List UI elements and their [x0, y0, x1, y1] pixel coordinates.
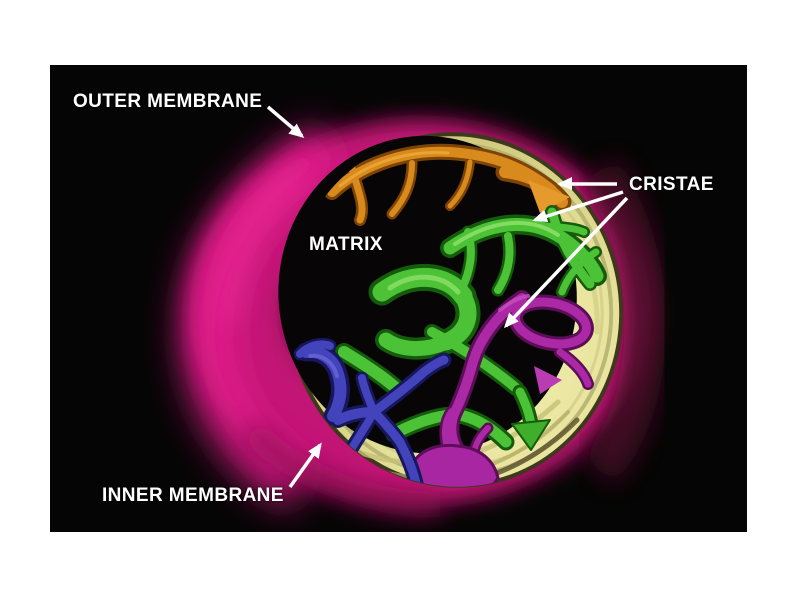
cristae-arrow-green — [532, 190, 624, 223]
label-cristae: CRISTAE — [629, 174, 714, 195]
inner-membrane-arrow — [288, 442, 322, 489]
label-inner-membrane: INNER MEMBRANE — [102, 485, 284, 506]
crista-green-shape — [335, 205, 607, 451]
label-outer-membrane: OUTER MEMBRANE — [73, 91, 263, 112]
outer-membrane-arrow — [266, 105, 305, 138]
cristae-arrow-magenta — [503, 196, 629, 329]
label-matrix: MATRIX — [309, 234, 383, 255]
annotation-arrows — [266, 105, 629, 489]
crista-green-fan-shape — [511, 384, 551, 451]
crista-orange-shape — [324, 143, 572, 226]
